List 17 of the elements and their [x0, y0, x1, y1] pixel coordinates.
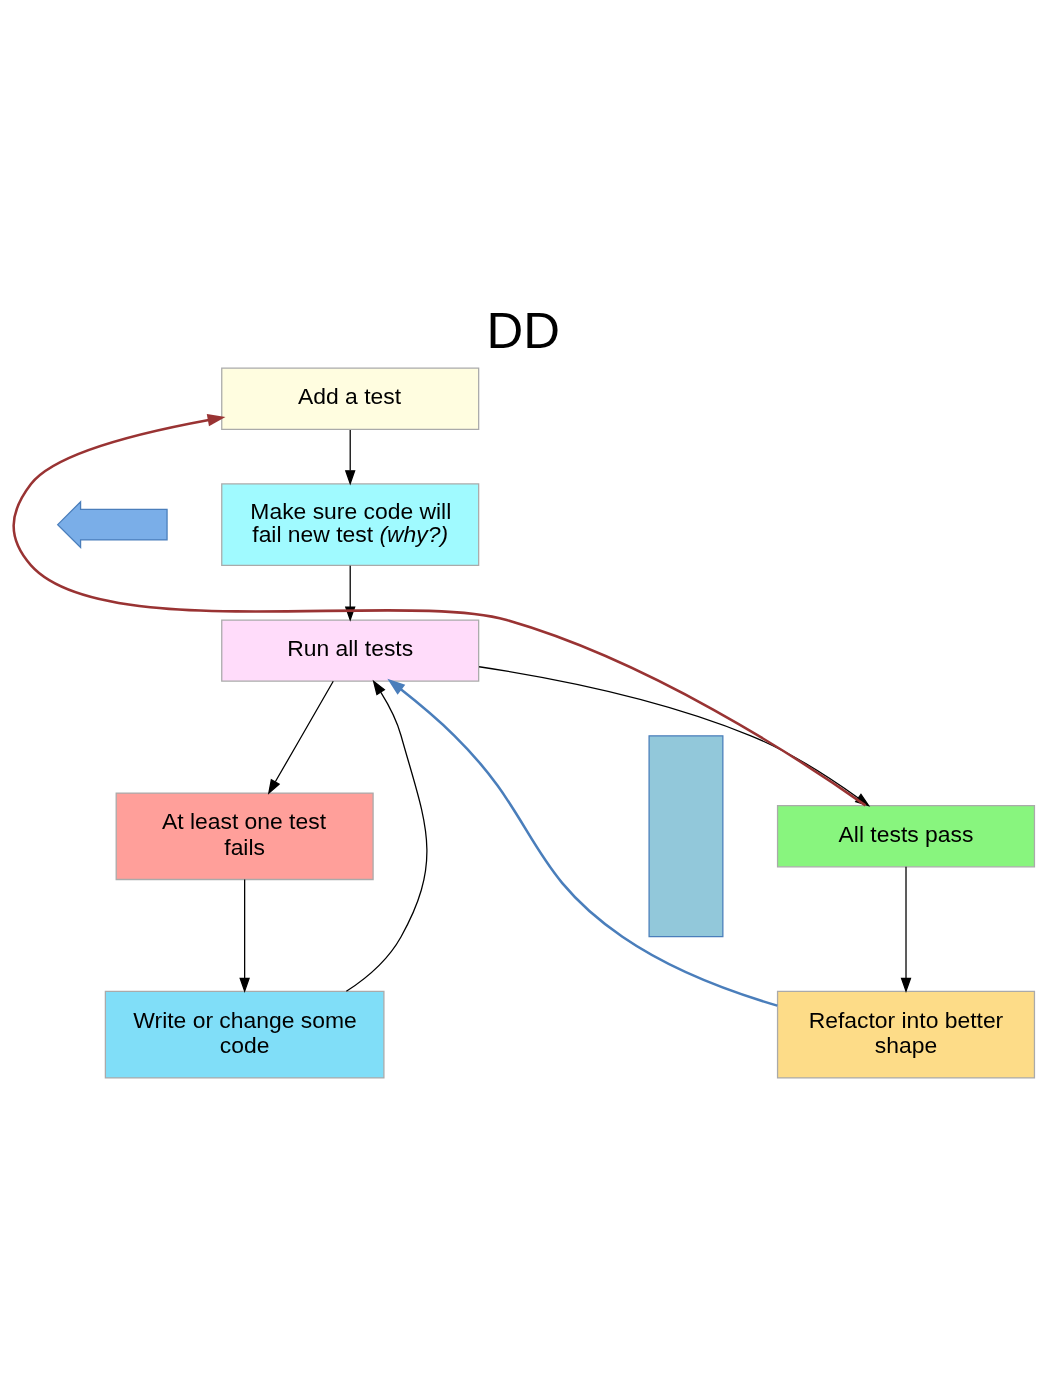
arrow: [344, 429, 356, 486]
node-box: Make sure code will fail new test (why?): [221, 483, 480, 566]
node-box: At least one test fails: [115, 792, 374, 881]
arrow: [267, 680, 334, 795]
arrow: [12, 413, 867, 807]
arrow: [387, 678, 778, 1007]
arrow: [900, 866, 912, 994]
node-box: Write or change some code: [104, 990, 385, 1079]
diagram-title: DD: [486, 301, 560, 359]
node-box: Refactor into better shape: [776, 990, 1036, 1079]
node-box: All tests pass: [776, 805, 1036, 868]
node-box: [648, 735, 724, 938]
node-arrow: [56, 500, 168, 550]
arrow: [239, 878, 250, 994]
node-box: Run all tests: [221, 619, 480, 682]
node-box: Add a test: [221, 367, 480, 430]
arrow: [345, 679, 428, 992]
